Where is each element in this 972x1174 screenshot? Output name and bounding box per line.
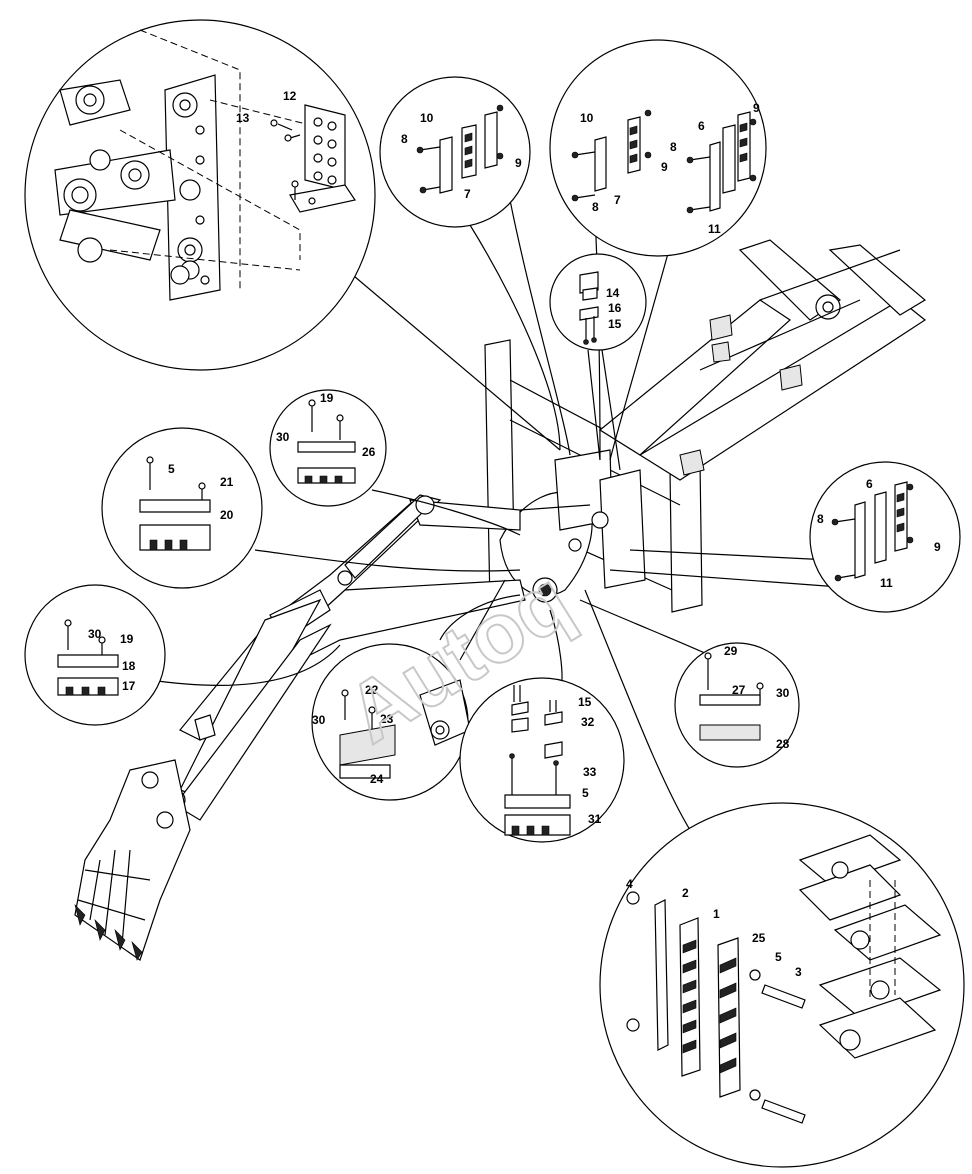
- callout-8: 8: [401, 132, 408, 146]
- detail-circle-11: 29 27 30 28: [674, 642, 800, 768]
- callout-5: 5: [582, 786, 589, 800]
- callout-25: 25: [752, 931, 766, 945]
- callout-16: 16: [608, 301, 622, 315]
- callout-21: 21: [220, 475, 234, 489]
- callout-8: 8: [670, 140, 677, 154]
- bucket: [74, 759, 191, 961]
- callout-33: 33: [583, 765, 597, 779]
- callout-29: 29: [724, 644, 738, 658]
- callout-30: 30: [312, 713, 326, 727]
- detail-circle-6: 5 21 20: [101, 427, 263, 589]
- callout-27: 27: [732, 683, 746, 697]
- detail-circle-2: 10 8 9 7: [379, 76, 531, 228]
- dipper: [164, 598, 332, 821]
- callout-8: 8: [592, 200, 599, 214]
- callout-10: 10: [580, 111, 594, 125]
- detail-circle-7: 6 8 9 11: [809, 461, 961, 613]
- callout-11: 11: [708, 222, 721, 236]
- callout-30: 30: [276, 430, 290, 444]
- callout-30: 30: [776, 686, 790, 700]
- backhoe-assembly: [74, 239, 927, 961]
- main-frame: [484, 239, 927, 613]
- swing-bracket: [499, 449, 646, 603]
- callout-22: 22: [365, 683, 379, 697]
- callout-19: 19: [120, 632, 134, 646]
- callout-32: 32: [581, 715, 595, 729]
- detail-circle-4: 14 16 15: [549, 253, 647, 351]
- callout-5: 5: [168, 462, 175, 476]
- callout-26: 26: [362, 445, 376, 459]
- callout-7: 7: [464, 187, 471, 201]
- callout-10: 10: [420, 111, 434, 125]
- callout-17: 17: [122, 679, 136, 693]
- callout-9: 9: [515, 156, 522, 170]
- callout-28: 28: [776, 737, 790, 751]
- callout-12: 12: [283, 89, 297, 103]
- callout-4: 4: [626, 877, 633, 891]
- callout-15: 15: [608, 317, 622, 331]
- callout-8: 8: [817, 512, 824, 526]
- callout-7: 7: [614, 193, 621, 207]
- detail-circle-1: 12 13: [24, 19, 376, 371]
- callout-9: 9: [661, 160, 668, 174]
- leader-lines: [149, 199, 881, 831]
- callout-20: 20: [220, 508, 234, 522]
- callout-24: 24: [370, 772, 384, 786]
- callout-11: 11: [880, 576, 893, 590]
- callout-13: 13: [236, 111, 250, 125]
- callout-18: 18: [122, 659, 136, 673]
- detail-circle-5: 19 30 26: [269, 389, 387, 507]
- detail-circle-8: 30 19 18 17: [24, 584, 166, 726]
- callout-3: 3: [795, 965, 802, 979]
- detail-circle-10: 15 32 33 5 31: [459, 677, 625, 843]
- callout-31: 31: [588, 812, 602, 826]
- detail-circle-3: 10 9 6 8 9 8 7 11: [549, 39, 767, 257]
- callout-2: 2: [682, 886, 689, 900]
- callout-9: 9: [753, 101, 760, 115]
- callout-14: 14: [606, 286, 620, 300]
- callout-19: 19: [320, 391, 334, 405]
- callout-15: 15: [578, 695, 592, 709]
- callout-9: 9: [934, 540, 941, 554]
- detail-circle-12: 4 2 1 25 5 3: [599, 802, 965, 1168]
- callout-6: 6: [698, 119, 705, 133]
- callout-1: 1: [713, 907, 720, 921]
- callout-5: 5: [775, 950, 782, 964]
- callout-6: 6: [866, 477, 873, 491]
- callout-23: 23: [380, 712, 394, 726]
- callout-30: 30: [88, 627, 102, 641]
